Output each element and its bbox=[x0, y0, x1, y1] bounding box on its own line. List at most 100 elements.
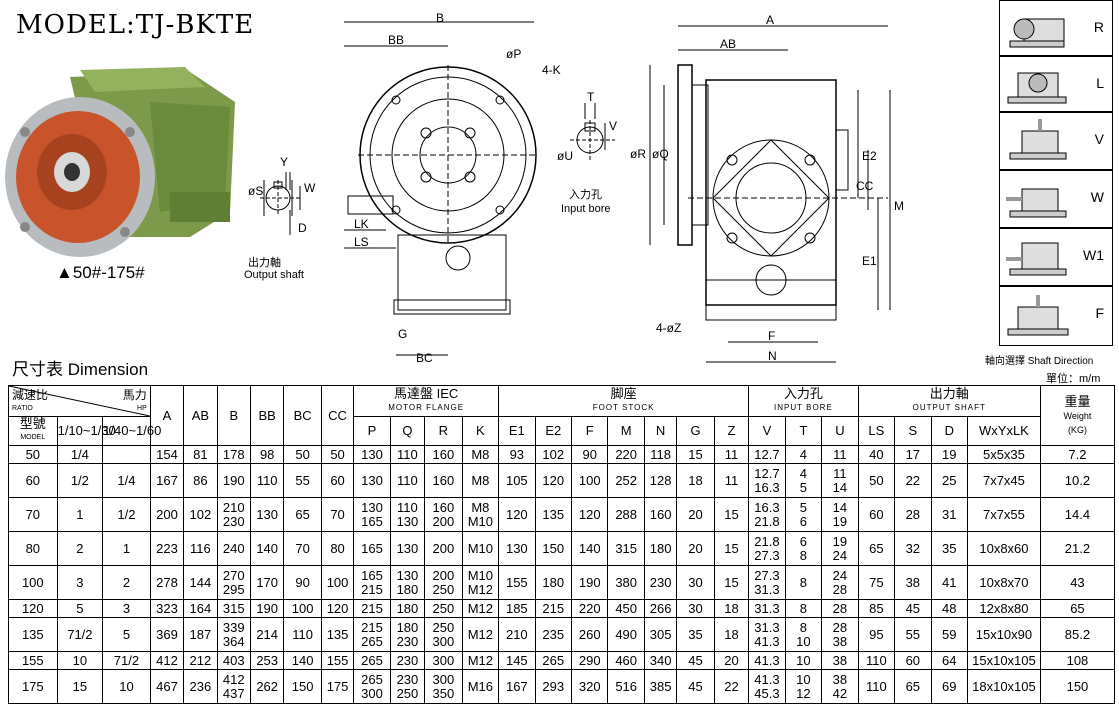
cell-ab: 236 bbox=[183, 669, 218, 704]
cell-line: 300 bbox=[432, 671, 455, 687]
cell-f: 140 bbox=[570, 531, 609, 566]
dim-label-bc: BC bbox=[416, 351, 433, 365]
cell-line: 8 bbox=[799, 619, 808, 635]
direction-v-icon bbox=[1009, 119, 1067, 160]
cell-e2: 120 bbox=[534, 463, 573, 498]
weight-en: Weight bbox=[1063, 410, 1092, 421]
cell-hp2: 2 bbox=[102, 565, 151, 600]
cell-line: 165 bbox=[361, 540, 383, 556]
cell-n: 305 bbox=[643, 617, 678, 652]
hp-en: HP bbox=[137, 405, 147, 412]
cell-line: M12 bbox=[467, 626, 493, 642]
cell-r: 250 bbox=[424, 599, 463, 618]
cell-line: 265 bbox=[361, 652, 383, 668]
cell-line: 12 bbox=[796, 685, 811, 701]
cell-line: 6 bbox=[799, 513, 808, 529]
cell-model: 120 bbox=[8, 599, 58, 618]
dim-label-a: A bbox=[766, 13, 774, 27]
cell-line: 180 bbox=[396, 619, 419, 635]
input-bore-drawing: T V øU 入力孔 Input bore bbox=[557, 90, 617, 215]
cell-model: 155 bbox=[8, 651, 58, 670]
cell-line: M12 bbox=[467, 581, 493, 597]
cell-f: 100 bbox=[570, 463, 609, 498]
cell-b: 403 bbox=[216, 651, 251, 670]
dimension-title: 尺寸表 Dimension bbox=[12, 360, 149, 379]
unit-label: 單位：m/m bbox=[1046, 373, 1101, 385]
direction-w1-icon bbox=[1006, 242, 1067, 276]
sub-col-header: Z bbox=[713, 416, 750, 446]
cell-bc: 65 bbox=[283, 497, 322, 532]
direction-w: W bbox=[999, 170, 1113, 228]
cell-ls: 50 bbox=[857, 463, 896, 498]
dim-label-bb: BB bbox=[388, 33, 404, 47]
cell-f: 220 bbox=[570, 599, 609, 618]
cell-line: 12.7 bbox=[754, 446, 780, 462]
cell-bb: 140 bbox=[249, 531, 285, 566]
cell-n: 118 bbox=[643, 445, 678, 464]
cell-line: 130 bbox=[396, 567, 419, 583]
cell-line: 110 bbox=[397, 446, 418, 462]
cell-ls: 85 bbox=[857, 599, 896, 618]
cell-k: M16 bbox=[461, 669, 500, 704]
cell-f: 320 bbox=[570, 669, 609, 704]
cell-hp2: 3 bbox=[102, 599, 151, 618]
cell-kg: 43 bbox=[1039, 565, 1116, 600]
direction-label: R bbox=[1093, 19, 1104, 35]
cell-line: 110 bbox=[397, 499, 418, 515]
cell-g: 18 bbox=[676, 463, 715, 498]
cell-n: 128 bbox=[643, 463, 678, 498]
cell-line: 19 bbox=[832, 533, 848, 549]
cell-line: 315 bbox=[222, 600, 245, 616]
cell-bc: 50 bbox=[283, 445, 322, 464]
col-header: BB bbox=[249, 385, 285, 446]
cell-b: 190 bbox=[216, 463, 251, 498]
dim-label-e1: E1 bbox=[862, 254, 877, 268]
cell-hp1: 71/2 bbox=[56, 617, 104, 652]
cell-d: 25 bbox=[930, 463, 968, 498]
cell-b: 315 bbox=[216, 599, 251, 618]
cell-line: 4 bbox=[799, 465, 808, 481]
dim-label-v: V bbox=[609, 119, 617, 133]
cell-f: 120 bbox=[570, 497, 609, 532]
cell-line: M12 bbox=[467, 600, 493, 616]
cell-hp1: 3 bbox=[56, 565, 104, 600]
cell-a: 154 bbox=[149, 445, 185, 464]
cell-q: 110 bbox=[389, 445, 426, 464]
cell-line: 130 bbox=[396, 513, 419, 529]
cell-k: M12 bbox=[461, 617, 500, 652]
sub-col-header: P bbox=[353, 416, 391, 446]
cell-m: 288 bbox=[607, 497, 645, 532]
cell-line: 230 bbox=[396, 652, 419, 668]
dim-label-4k: 4-K bbox=[542, 63, 561, 77]
cell-cc: 100 bbox=[320, 565, 355, 600]
model-title: MODEL:TJ-BKTE bbox=[16, 10, 255, 40]
cell-ls: 110 bbox=[857, 669, 896, 704]
cell-bc: 100 bbox=[283, 599, 322, 618]
cell-line: 38 bbox=[832, 652, 848, 668]
cell-hp1: 15 bbox=[56, 669, 104, 704]
cell-line: M8 bbox=[471, 472, 490, 488]
ratio-col-header: 1/40~1/60 bbox=[102, 416, 161, 446]
cell-u: 28 bbox=[821, 599, 859, 618]
cell-line: 28 bbox=[832, 600, 848, 616]
cell-line: 5 bbox=[799, 479, 808, 495]
cell-e1: 105 bbox=[498, 463, 536, 498]
cell-cc: 80 bbox=[320, 531, 355, 566]
cell-z: 22 bbox=[713, 669, 750, 704]
cell-line: 300 bbox=[432, 633, 455, 649]
sub-col-header: Q bbox=[389, 416, 426, 446]
cell-m: 450 bbox=[607, 599, 645, 618]
cell-line: 215 bbox=[361, 581, 383, 597]
side-view-drawing: A AB øR øQ E2 CC M E1 F N 4-øZ bbox=[630, 13, 904, 363]
